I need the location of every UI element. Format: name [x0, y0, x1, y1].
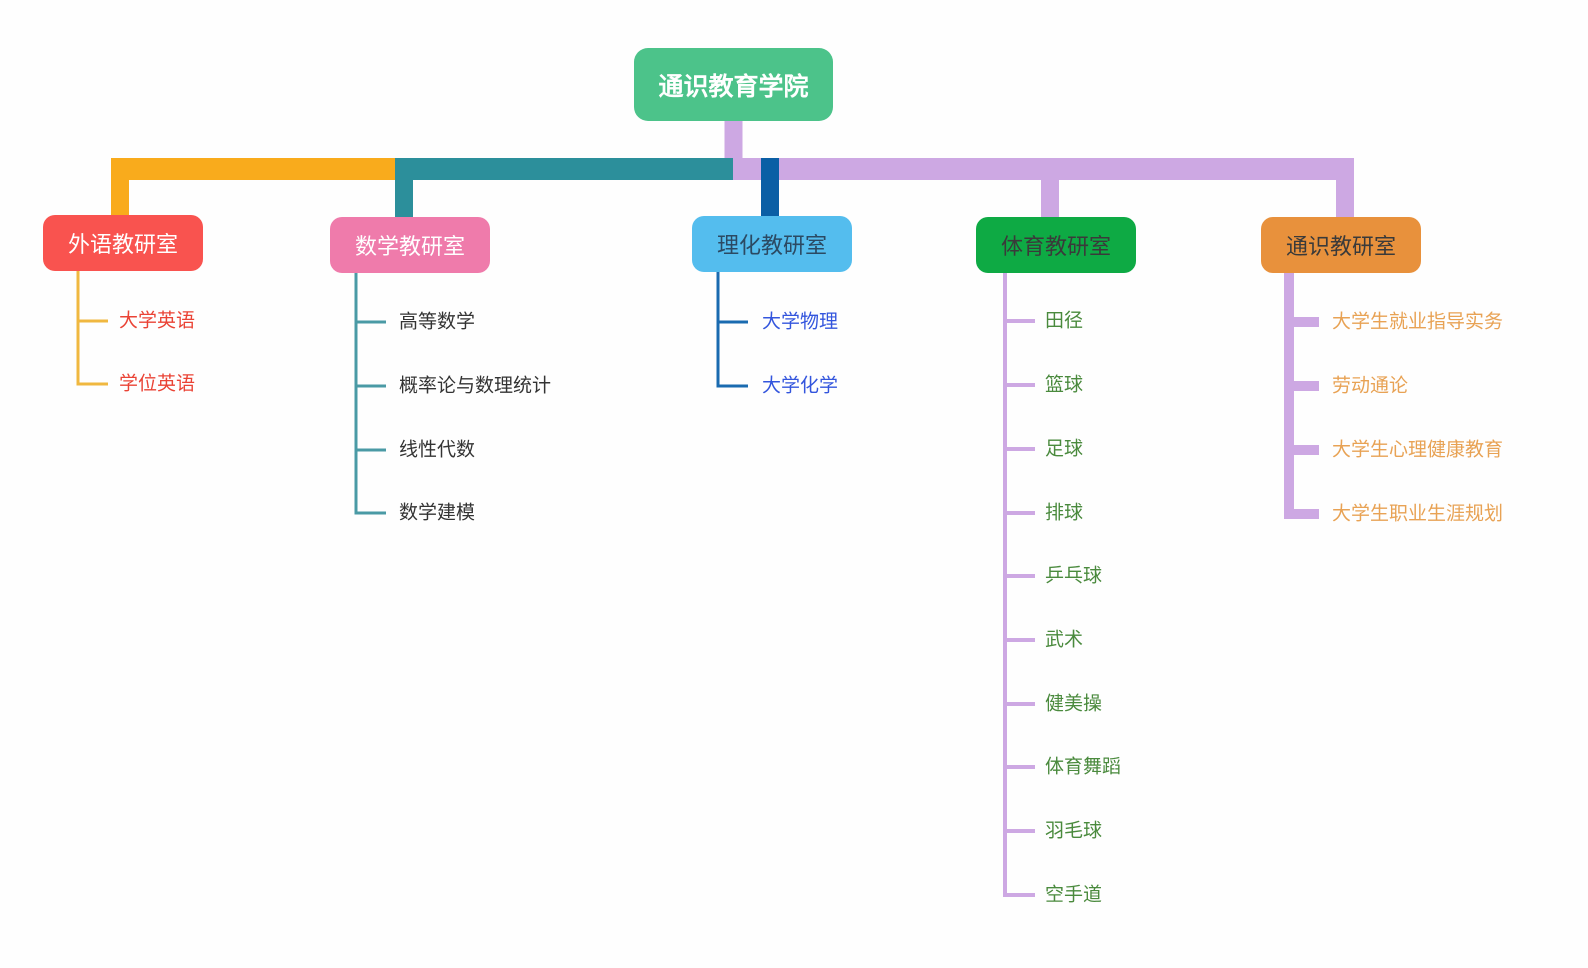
leaf-stub	[716, 384, 748, 388]
leaf-stub	[354, 511, 386, 515]
leaf-node[interactable]: 大学生心理健康教育	[1332, 439, 1504, 461]
leaf-stub	[1003, 829, 1035, 833]
leaf-node[interactable]: 大学化学	[762, 375, 839, 397]
leaf-node[interactable]: 学位英语	[119, 373, 196, 395]
leaf-node[interactable]: 田径	[1045, 310, 1084, 332]
leaf-node[interactable]: 排球	[1045, 502, 1084, 524]
branch-node-label: 数学教研室	[354, 234, 465, 259]
leaf-stub	[1284, 381, 1319, 391]
trunk-segment-teal	[404, 158, 733, 180]
leaf-spine-physical-education	[1003, 273, 1007, 897]
branch-node-general-education[interactable]: 通识教研室	[1261, 217, 1421, 273]
leaf-stub	[1003, 319, 1035, 323]
root-node[interactable]: 通识教育学院	[634, 48, 833, 121]
branch-node-label: 理化教研室	[716, 233, 827, 258]
branch-drop-physics-chemistry	[761, 158, 779, 216]
trunk-segment-lavender	[733, 158, 1345, 180]
leaf-node[interactable]: 武术	[1045, 629, 1084, 651]
leaf-node[interactable]: 概率论与数理统计	[399, 375, 552, 397]
leaf-stub	[1003, 447, 1035, 451]
leaf-node[interactable]: 大学生职业生涯规划	[1332, 503, 1504, 525]
leaf-node[interactable]: 篮球	[1045, 374, 1084, 396]
leaf-stub	[76, 382, 108, 386]
leaf-stub	[1003, 511, 1035, 515]
leaf-stub	[1284, 317, 1319, 327]
leaf-node[interactable]: 大学生就业指导实务	[1332, 311, 1504, 333]
leaf-stub	[354, 320, 386, 324]
leaf-stub	[1003, 765, 1035, 769]
leaf-node[interactable]: 线性代数	[399, 439, 476, 461]
leaf-node[interactable]: 大学物理	[762, 311, 839, 333]
leaf-stub	[1003, 893, 1035, 897]
leaf-stub	[354, 384, 386, 388]
leaf-node[interactable]: 体育舞蹈	[1045, 756, 1122, 778]
leaf-node[interactable]: 健美操	[1045, 693, 1103, 715]
leaf-stub	[354, 448, 386, 452]
leaf-node[interactable]: 高等数学	[399, 311, 476, 333]
leaf-spine-physics-chemistry	[716, 272, 720, 388]
branch-node-physics-chemistry[interactable]: 理化教研室	[692, 216, 852, 272]
leaf-stub	[1003, 574, 1035, 578]
leaf-node[interactable]: 足球	[1045, 438, 1084, 460]
branch-node-label: 通识教研室	[1285, 234, 1396, 259]
branch-node-physical-education[interactable]: 体育教研室	[976, 217, 1136, 273]
leaf-node[interactable]: 羽毛球	[1045, 820, 1103, 842]
trunk-segment-orange	[120, 158, 404, 180]
leaf-stub	[1003, 702, 1035, 706]
leaf-stub	[1003, 383, 1035, 387]
root-node-label: 通识教育学院	[658, 72, 809, 101]
root-stem	[724, 121, 743, 180]
leaf-spine-mathematics	[354, 273, 358, 515]
branch-drop-mathematics	[395, 158, 413, 217]
leaf-node[interactable]: 劳动通论	[1332, 375, 1409, 397]
leaf-spine-foreign-language	[76, 271, 80, 386]
leaf-stub	[76, 319, 108, 323]
leaf-stub	[1284, 445, 1319, 455]
leaf-stub	[716, 320, 748, 324]
branch-drop-general-education	[1336, 158, 1354, 217]
branch-node-label: 体育教研室	[1000, 234, 1111, 259]
branch-drop-foreign-language	[111, 158, 129, 215]
leaf-spine-general-education	[1284, 273, 1294, 519]
leaf-stub	[1284, 509, 1319, 519]
leaf-stub	[1003, 638, 1035, 642]
leaf-node[interactable]: 数学建模	[399, 502, 476, 524]
leaf-node[interactable]: 大学英语	[119, 310, 196, 332]
branch-drop-physical-education	[1041, 158, 1059, 217]
leaf-node[interactable]: 乒乓球	[1045, 565, 1103, 587]
branch-node-foreign-language[interactable]: 外语教研室	[43, 215, 203, 271]
branch-node-mathematics[interactable]: 数学教研室	[330, 217, 490, 273]
leaf-node[interactable]: 空手道	[1045, 884, 1103, 906]
branch-node-label: 外语教研室	[67, 232, 178, 257]
